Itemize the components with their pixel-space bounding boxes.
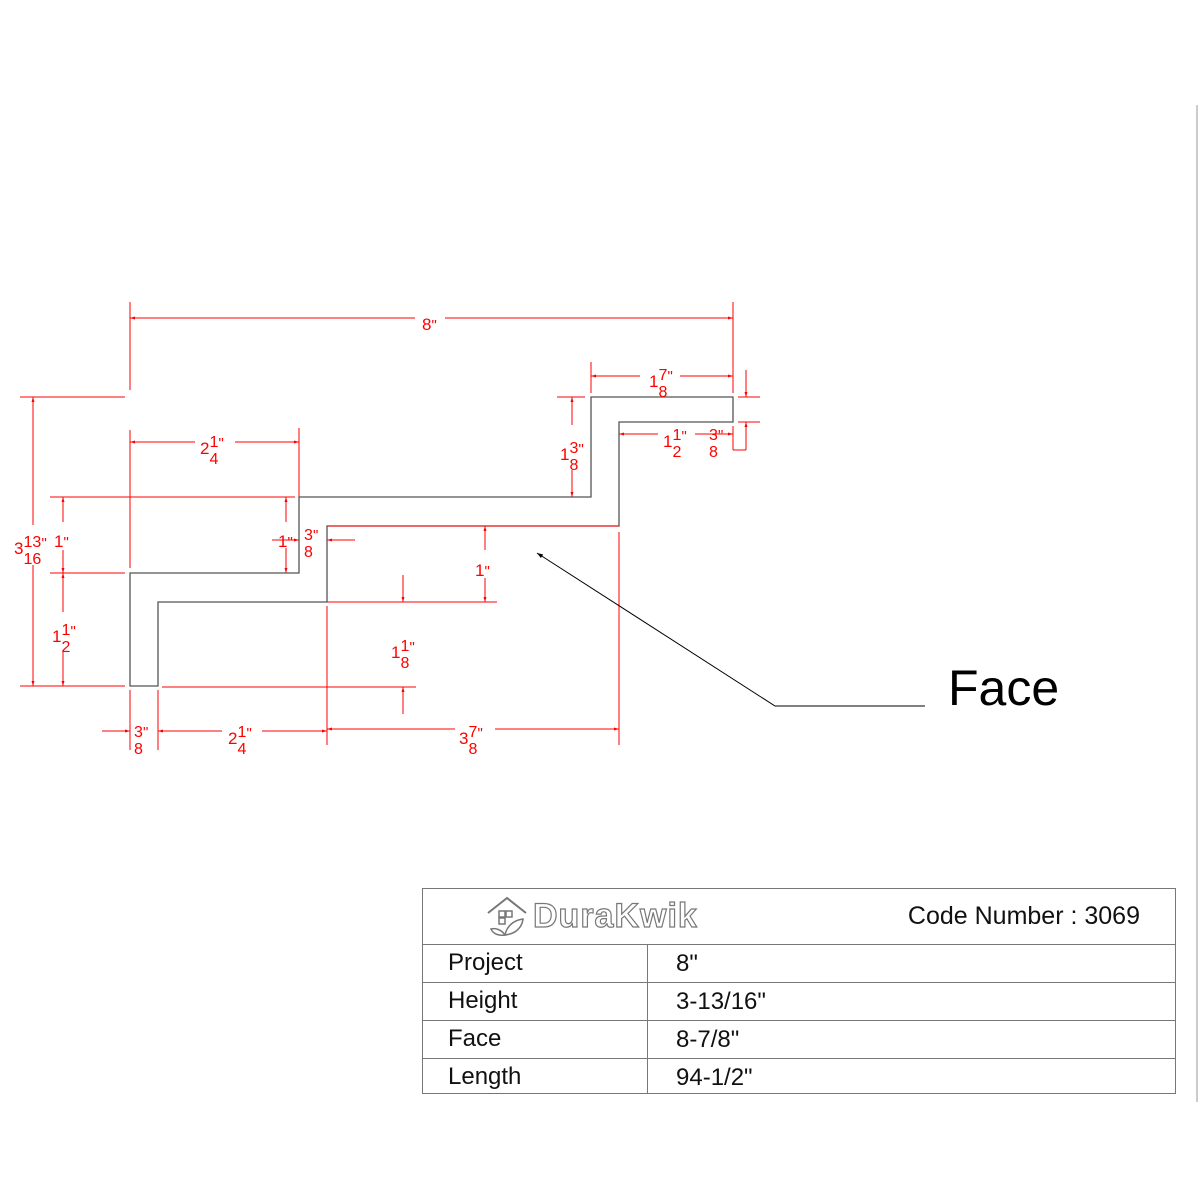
dimension-label-inner-step-rise: 1" [278, 532, 293, 551]
dimension-num: 1 [401, 638, 410, 655]
dimension-num: 3 [709, 427, 718, 444]
dimension-num: 1 [673, 427, 682, 444]
inch-mark: " [478, 725, 483, 742]
dimension-whole: 1 [54, 532, 63, 551]
dimension-whole: 1 [278, 532, 287, 551]
inch-mark: " [247, 725, 252, 742]
dimension-label-mid-thickness: 38" [304, 527, 318, 561]
inch-mark: " [143, 724, 148, 741]
dimension-whole: 2 [228, 729, 237, 748]
dimension-num: 7 [659, 367, 668, 384]
dimension-den: 8 [401, 655, 410, 672]
dimension-num: 1 [210, 434, 219, 451]
inch-mark: " [64, 534, 69, 551]
dimension-whole: 3 [14, 539, 23, 558]
dimension-whole: 1 [52, 627, 61, 646]
dimension-den: 16 [24, 551, 42, 568]
dimension-whole: 1 [560, 445, 569, 464]
dimension-lines [31, 316, 748, 733]
spec-value: 3-13/16" [676, 988, 766, 1015]
code-number: Code Number : 3069 [907, 902, 1140, 930]
spec-row-length: Length 94-1/2" [423, 1058, 1175, 1096]
spec-row-face: Face 8-7/8" [423, 1020, 1175, 1059]
spec-value: 8" [676, 950, 698, 977]
spec-value: 8-7/8" [676, 1026, 740, 1053]
trim-profile [129, 396, 734, 687]
inch-mark: " [579, 441, 584, 458]
dimension-num: 3 [304, 527, 313, 544]
dimension-den: 8 [659, 384, 668, 401]
dimension-num: 3 [134, 724, 143, 741]
title-block: DuraKwik Code Number : 3069 Project 8" H… [422, 888, 1176, 1094]
brand-logo: DuraKwik [485, 895, 698, 937]
dimension-whole: 1 [475, 561, 484, 580]
dimension-den: 8 [469, 741, 478, 758]
inch-mark: " [718, 427, 723, 444]
dimension-label-upper-left-rise: 1" [54, 532, 69, 551]
inch-mark: " [288, 534, 293, 551]
face-leader-arrow [536, 552, 925, 707]
dimension-label-overall-width: 8" [422, 315, 437, 334]
dimension-label-bottom-thickness: 38" [134, 724, 148, 758]
dimension-num: 13 [24, 534, 42, 551]
dimension-den: 4 [210, 451, 219, 468]
inch-mark: " [42, 535, 47, 552]
dimension-num: 7 [469, 724, 478, 741]
spec-row-project: Project 8" [423, 944, 1175, 983]
dimension-den: 8 [304, 544, 313, 561]
dimension-label-face-rise: 1" [475, 561, 490, 580]
dimension-whole: 8 [422, 315, 431, 334]
dimension-den: 4 [238, 741, 247, 758]
spec-label: Height [448, 987, 518, 1014]
inch-mark: " [313, 527, 318, 544]
inch-mark: " [682, 428, 687, 445]
dimension-num: 3 [570, 440, 579, 457]
inch-mark: " [71, 623, 76, 640]
dimension-den: 8 [134, 741, 143, 758]
dimension-den: 2 [673, 444, 682, 461]
spec-label: Project [448, 949, 523, 976]
spec-label: Length [448, 1063, 522, 1090]
brand-name: DuraKwik [532, 896, 698, 935]
dimension-label-top-thickness: 38" [709, 427, 723, 461]
dimension-den: 8 [570, 457, 579, 474]
house-leaf-icon [487, 896, 527, 936]
dimension-den: 2 [62, 639, 71, 656]
dimension-whole: 1 [649, 372, 658, 391]
inch-mark: " [668, 368, 673, 385]
title-block-header: DuraKwik Code Number : 3069 [423, 889, 1175, 945]
dimension-whole: 1 [663, 432, 672, 451]
dimension-whole: 3 [459, 729, 468, 748]
face-callout-label: Face [948, 660, 1059, 716]
dimension-whole: 2 [200, 439, 209, 458]
inch-mark: " [432, 317, 437, 334]
inch-mark: " [219, 435, 224, 452]
dimension-whole: 1 [391, 643, 400, 662]
dimension-num: 1 [238, 724, 247, 741]
inch-mark: " [485, 563, 490, 580]
inch-mark: " [410, 639, 415, 656]
spec-label: Face [448, 1025, 502, 1052]
spec-value: 94-1/2" [676, 1064, 753, 1091]
dimension-den: 8 [709, 444, 718, 461]
column-divider [647, 944, 648, 1094]
dimension-num: 1 [62, 622, 71, 639]
spec-row-height: Height 3-13/16" [423, 982, 1175, 1021]
